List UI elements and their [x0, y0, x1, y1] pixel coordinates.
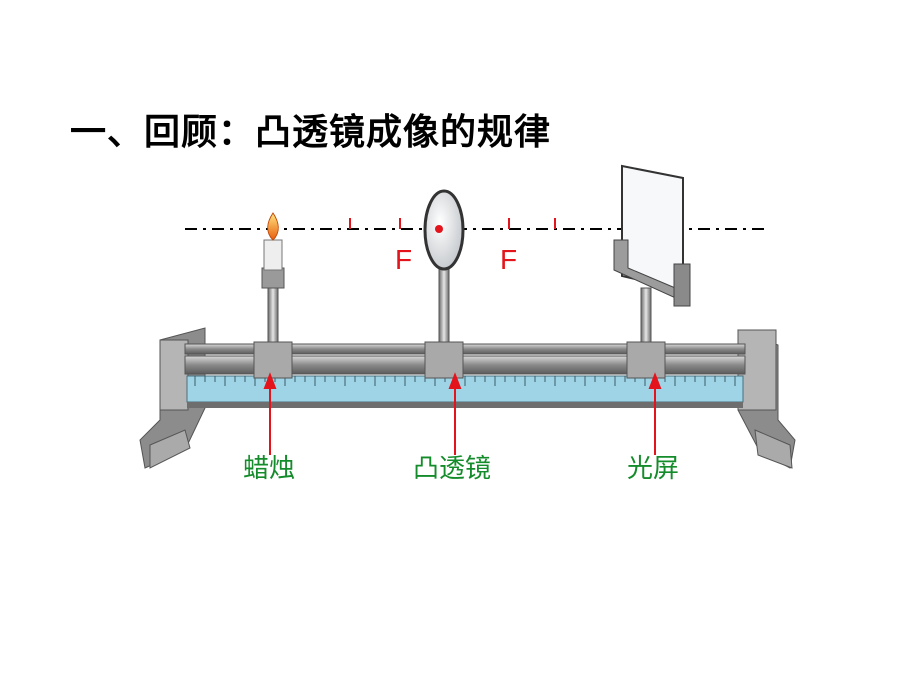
- right-bench-leg: [737, 329, 796, 469]
- candle-post: [267, 284, 279, 348]
- screen-slider: [626, 341, 666, 379]
- focal-tick-marks: [349, 218, 556, 229]
- lens-label: 凸透镜: [413, 454, 492, 484]
- convex-lens: [423, 189, 465, 271]
- candle-assembly: [253, 212, 293, 379]
- candle-body: [263, 239, 283, 271]
- rail-top: [184, 343, 746, 355]
- optical-center: [435, 225, 443, 233]
- focal-point-label-right: F: [500, 244, 518, 275]
- rail-bottom: [184, 355, 746, 375]
- screen-assembly: [613, 164, 691, 379]
- rail-base: [187, 402, 743, 408]
- candle-flame: [267, 212, 279, 241]
- candle-label: 蜡烛: [243, 454, 296, 484]
- screen-post: [640, 287, 652, 347]
- screen-label: 光屏: [627, 454, 680, 484]
- candle-slider: [253, 341, 293, 379]
- pointer-arrows: [263, 372, 662, 455]
- screen-clamp: [673, 263, 691, 307]
- lens-post: [438, 264, 450, 348]
- lens-slider: [424, 341, 464, 379]
- candle-holder: [261, 267, 285, 289]
- lens-assembly: [423, 189, 465, 379]
- focal-point-label-left: F: [395, 244, 413, 275]
- page-title: 一、回顾：凸透镜成像的规律: [70, 112, 552, 153]
